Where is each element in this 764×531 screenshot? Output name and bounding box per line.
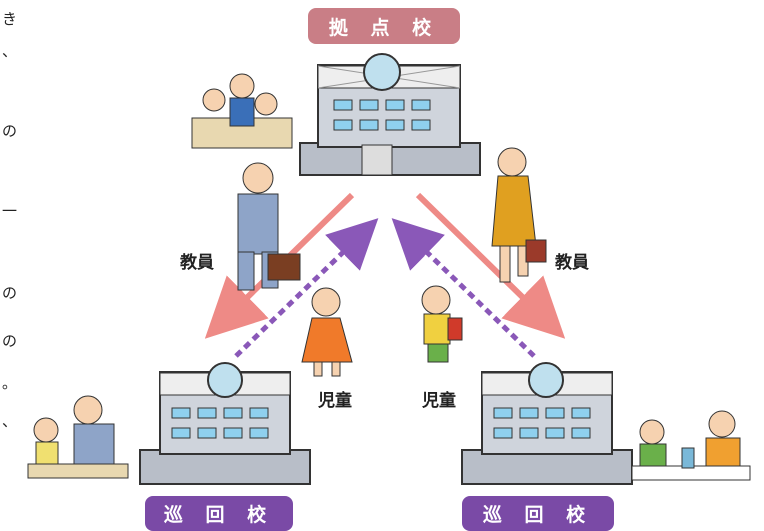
visit-school-label-right: 巡 回 校 — [462, 496, 614, 531]
teacher-caption-left: 教員 — [180, 253, 214, 273]
side-char: 、 — [2, 42, 18, 60]
side-char: の — [2, 332, 18, 350]
visit-school-right-building — [461, 362, 633, 485]
visit-school-left-building — [139, 362, 311, 485]
teacher-with-students-illustration — [191, 73, 293, 149]
tutoring-pair-left-illustration — [27, 395, 129, 479]
side-char: の — [2, 122, 18, 140]
child-girl-illustration — [301, 287, 353, 377]
side-char: 、 — [2, 412, 18, 430]
studying-pair-right-illustration — [631, 410, 751, 481]
child-arrow-right — [391, 218, 536, 358]
visit-school-label-left: 巡 回 校 — [145, 496, 293, 531]
teacher-arrow-right — [415, 192, 566, 339]
child-caption-right: 児童 — [422, 391, 456, 411]
teacher-caption-right: 教員 — [555, 253, 589, 273]
side-char: 。 — [2, 374, 18, 392]
hub-school-label: 拠 点 校 — [308, 8, 460, 44]
child-arrow-left — [234, 218, 379, 358]
teacher-right-illustration — [491, 147, 547, 283]
child-caption-left: 児童 — [318, 391, 352, 411]
side-char: 一 — [2, 202, 18, 220]
side-char: き — [2, 10, 18, 28]
hub-school-building — [299, 53, 481, 176]
child-boy-illustration — [421, 285, 463, 363]
teacher-left-illustration — [237, 162, 301, 291]
side-char: の — [2, 284, 18, 302]
cropped-side-text: き 、 の 一 の の 。 、 — [0, 0, 22, 531]
